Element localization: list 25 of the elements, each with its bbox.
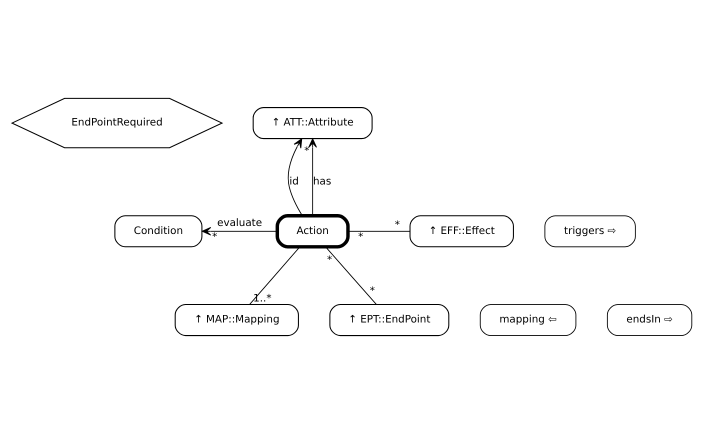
- edge-label: evaluate: [217, 216, 262, 229]
- node-box: ↑ EPT::EndPoint: [329, 304, 450, 336]
- label: *: [370, 284, 375, 297]
- label: *: [326, 254, 332, 266]
- label: *: [394, 219, 400, 232]
- node-box: endsIn ⇨: [606, 304, 692, 336]
- node-box: Action: [276, 214, 350, 249]
- arrow: [288, 138, 303, 216]
- edge-label: has: [312, 175, 332, 188]
- arrow: [202, 226, 278, 236]
- node-box: ↑ ATT::Attribute: [252, 107, 373, 140]
- connector: [325, 246, 377, 305]
- label: 1..*: [253, 292, 272, 304]
- node-box: ↑ MAP::Mapping: [174, 304, 299, 336]
- arrow: [308, 138, 317, 216]
- label: *: [304, 144, 310, 157]
- connector: [348, 230, 410, 232]
- label: *: [358, 230, 364, 243]
- node-box: triggers ⇨: [544, 215, 636, 248]
- edge-label: id: [289, 175, 299, 188]
- node-box: Condition: [114, 215, 202, 248]
- node-box: ↑ EFF::Effect: [410, 215, 514, 248]
- label: *: [212, 230, 218, 243]
- connector: [249, 246, 300, 305]
- node-box: mapping ⇦: [480, 304, 576, 336]
